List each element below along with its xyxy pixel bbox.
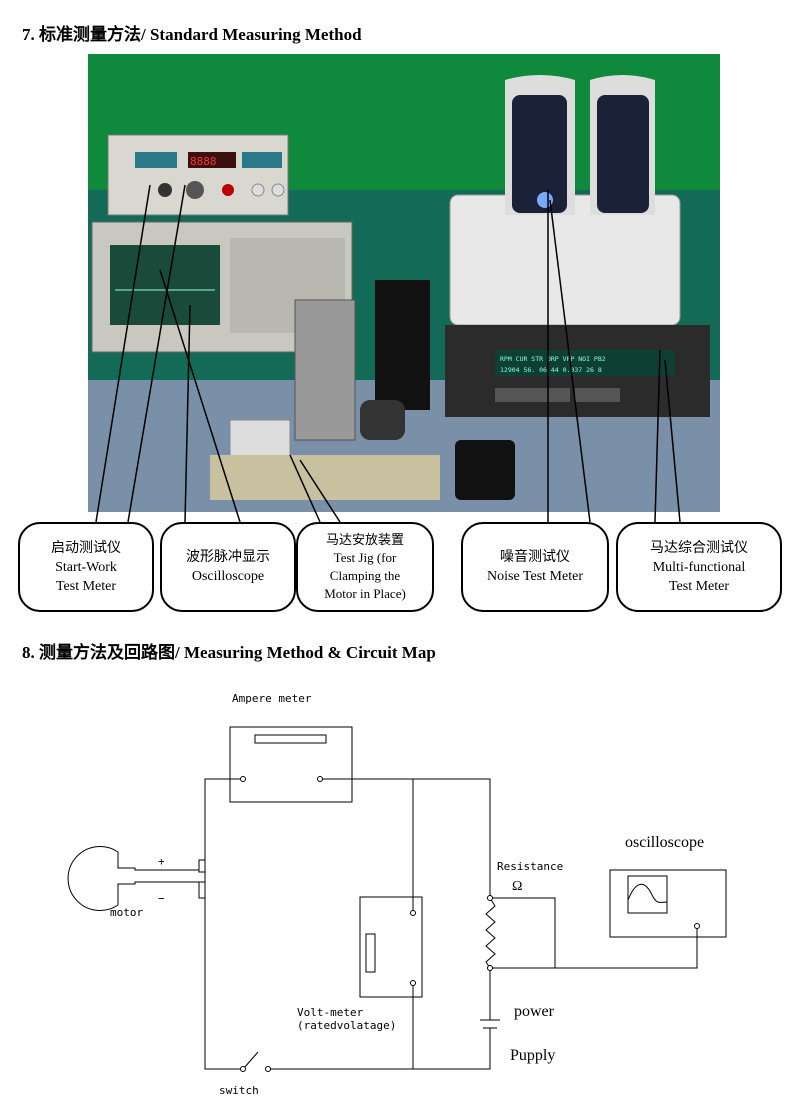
motor-label: motor <box>110 906 143 919</box>
callout-pointers <box>95 184 681 523</box>
callout-en: Test Jig (for <box>333 550 397 565</box>
oscilloscope-label: oscilloscope <box>625 834 704 851</box>
motor <box>67 846 119 911</box>
callout-start-work-test-meter: 启动测试仪 Start-Work Test Meter <box>18 522 154 612</box>
power-label: power <box>514 1003 555 1020</box>
oscilloscope-box <box>609 869 727 938</box>
callout-en: Test Meter <box>668 578 730 594</box>
section-7-heading: 7. 标准测量方法/ Standard Measuring Method <box>22 25 362 44</box>
ampere-meter-box <box>229 726 353 803</box>
callout-en: Noise Test Meter <box>487 569 583 584</box>
section-8-heading: 8. 测量方法及回路图/ Measuring Method & Circuit … <box>22 643 436 662</box>
voltmeter-label: Volt-meter <box>297 1006 364 1019</box>
callout-en: Start-Work <box>55 559 117 575</box>
minus-label: − <box>158 892 165 905</box>
ampere-meter-label: Ampere meter <box>232 692 312 705</box>
svg-text:12904 56. 06 44 0.037 26 8: 12904 56. 06 44 0.037 26 8 <box>500 366 602 374</box>
multi-functional-test-meter: RPM CUR STR DRP VPP NOI PB2 12904 56. 06… <box>445 325 710 417</box>
callout-en: Motor in Place) <box>324 586 406 601</box>
callout-multi-functional-test-meter: 马达综合测试仪 Multi-functional Test Meter <box>616 522 782 612</box>
callout-en: Multi-functional <box>652 559 746 575</box>
switch <box>243 1051 259 1069</box>
callout-zh: 启动测试仪 <box>51 540 121 556</box>
callout-zh: 噪音测试仪 <box>500 550 570 565</box>
callout-test-jig: 马达安放装置 Test Jig (for Clamping the Motor … <box>296 522 434 612</box>
svg-text:RPM CUR STR DRP VPP NOI PB2: RPM CUR STR DRP VPP NOI PB2 <box>500 355 606 363</box>
noise-test-meter <box>449 75 681 326</box>
callout-en: Oscilloscope <box>191 569 265 584</box>
callout-en: Test Meter <box>55 578 117 594</box>
callout-zh: 马达安放装置 <box>325 532 404 547</box>
resistance-label: Resistance <box>497 860 563 873</box>
voltmeter-note: (ratedvolatage) <box>297 1019 396 1032</box>
ohm-symbol: Ω <box>512 879 522 894</box>
voltmeter-box <box>359 896 423 998</box>
svg-text:8888: 8888 <box>190 155 217 168</box>
callout-en: Clamping the <box>329 568 401 583</box>
callout-noise-test-meter: 噪音测试仪 Noise Test Meter <box>461 522 609 612</box>
resistor <box>485 897 496 969</box>
lab-equipment-photo: 8888 RPM CUR STR DRP VPP NOI PB2 12904 5… <box>88 54 720 523</box>
plus-label: + <box>158 855 165 868</box>
callout-zh: 波形脉冲显示 <box>186 550 270 565</box>
supply-label: Pupply <box>510 1047 555 1064</box>
callout-zh: 马达综合测试仪 <box>650 540 748 556</box>
switch-label: switch <box>219 1084 259 1097</box>
start-work-test-meter: 8888 <box>107 134 289 216</box>
callout-oscilloscope: 波形脉冲显示 Oscilloscope <box>160 522 296 612</box>
test-jig-device <box>210 280 515 500</box>
